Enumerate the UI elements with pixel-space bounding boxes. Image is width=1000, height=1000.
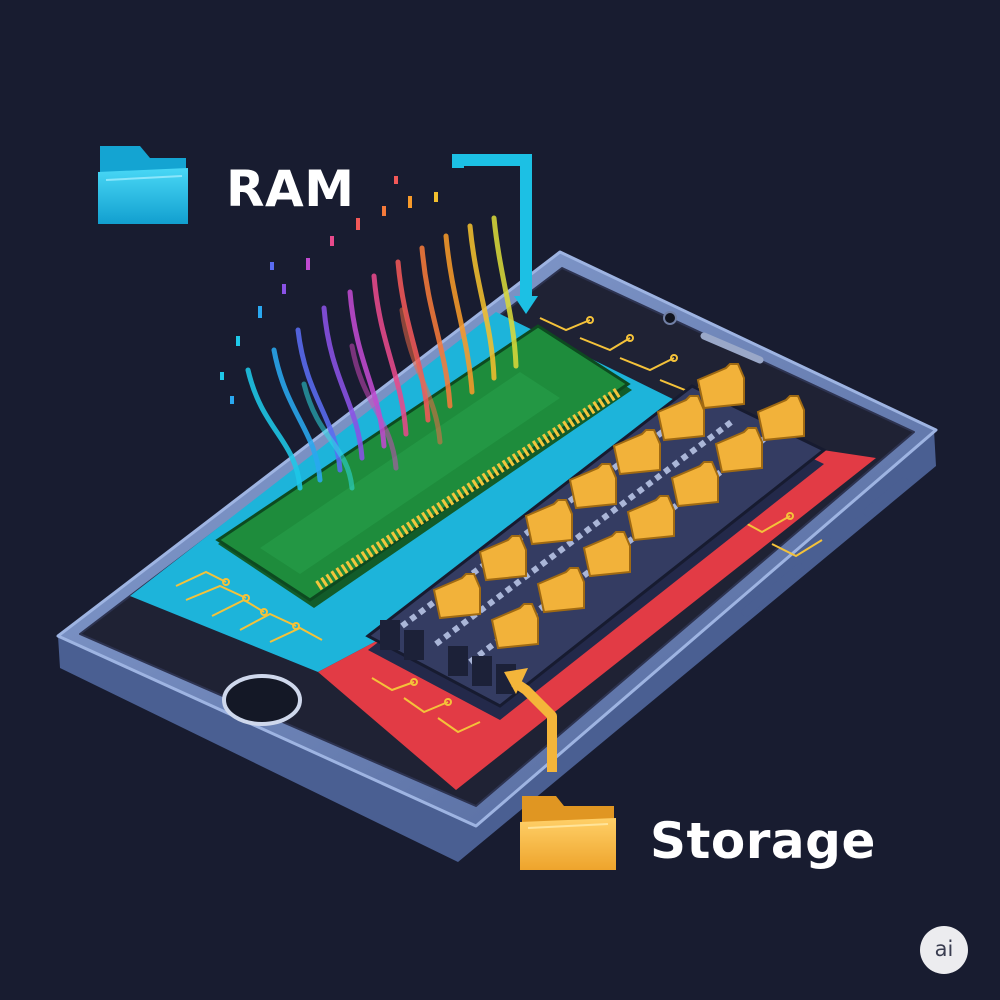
data-streams: [245, 215, 519, 491]
storage-block: [365, 363, 827, 720]
front-camera: [663, 311, 677, 325]
data-particles: [220, 176, 438, 404]
home-button: [222, 674, 302, 726]
side-buttons: [741, 477, 909, 617]
ai-badge: ai: [920, 926, 968, 974]
storage-folder-grid: [432, 363, 805, 650]
circuit-traces: [175, 316, 823, 734]
storage-label: Storage: [650, 812, 876, 870]
ram-folder-icon: [98, 146, 188, 224]
phone-edge: [58, 430, 936, 862]
earpiece: [700, 332, 764, 364]
ram-module: [215, 324, 632, 608]
storage-folder-icon: [520, 796, 616, 870]
ram-label: RAM: [226, 160, 355, 218]
ram-arrow: [452, 154, 538, 314]
storage-arrow: [504, 668, 557, 772]
